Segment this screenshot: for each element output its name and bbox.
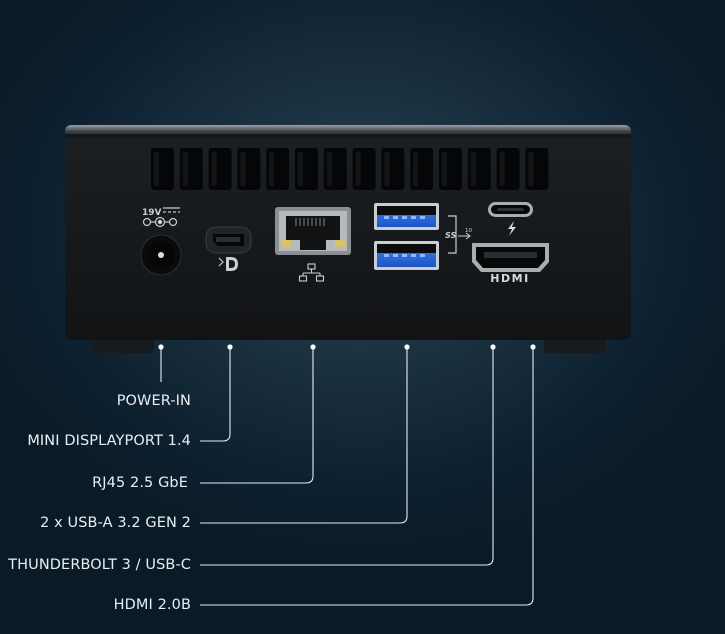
leader-usb-a — [200, 348, 408, 524]
right-foot — [544, 336, 606, 353]
hdmi-port[interactable]: HDMI — [472, 243, 549, 285]
displayport-icon — [218, 257, 238, 271]
leader-rj45 — [200, 348, 314, 484]
usb-a-port-top[interactable] — [374, 203, 439, 230]
mini-displayport-port[interactable] — [205, 226, 252, 271]
leader-hdmi — [200, 348, 534, 606]
leader-thunderbolt — [200, 348, 494, 566]
usb-a-port-bottom[interactable] — [374, 241, 439, 270]
power-port[interactable]: 19V — [140, 207, 182, 276]
port-label-mini-displayport: MINI DISPLAYPORT 1.4 — [27, 433, 191, 449]
ventilation-grille — [151, 148, 549, 190]
usb-superspeed-marking: SS — [445, 231, 456, 240]
port-label-rj45: RJ45 2.5 GbE — [92, 475, 188, 491]
power-voltage-marking: 19V — [142, 208, 162, 218]
port-label-hdmi: HDMI 2.0B — [113, 597, 191, 613]
usb-speed-suffix: 10 — [465, 228, 472, 234]
port-label-power-in: POWER-IN — [116, 393, 191, 409]
port-label-thunderbolt: THUNDERBOLT 3 / USB-C — [8, 557, 191, 573]
left-foot — [92, 336, 154, 353]
thunderbolt-usb-c-port[interactable] — [488, 202, 533, 236]
hdmi-logo-marking: HDMI — [490, 272, 529, 285]
leader-mini-displayport — [200, 348, 231, 442]
thunderbolt-bolt-icon — [508, 221, 516, 236]
ethernet-network-icon — [298, 263, 325, 282]
dc-power-icon — [142, 207, 180, 228]
rj45-port[interactable] — [275, 207, 351, 282]
usb-superspeed-icon: SS 10 — [445, 215, 472, 254]
port-label-usb-a: 2 x USB-A 3.2 GEN 2 — [40, 515, 191, 531]
